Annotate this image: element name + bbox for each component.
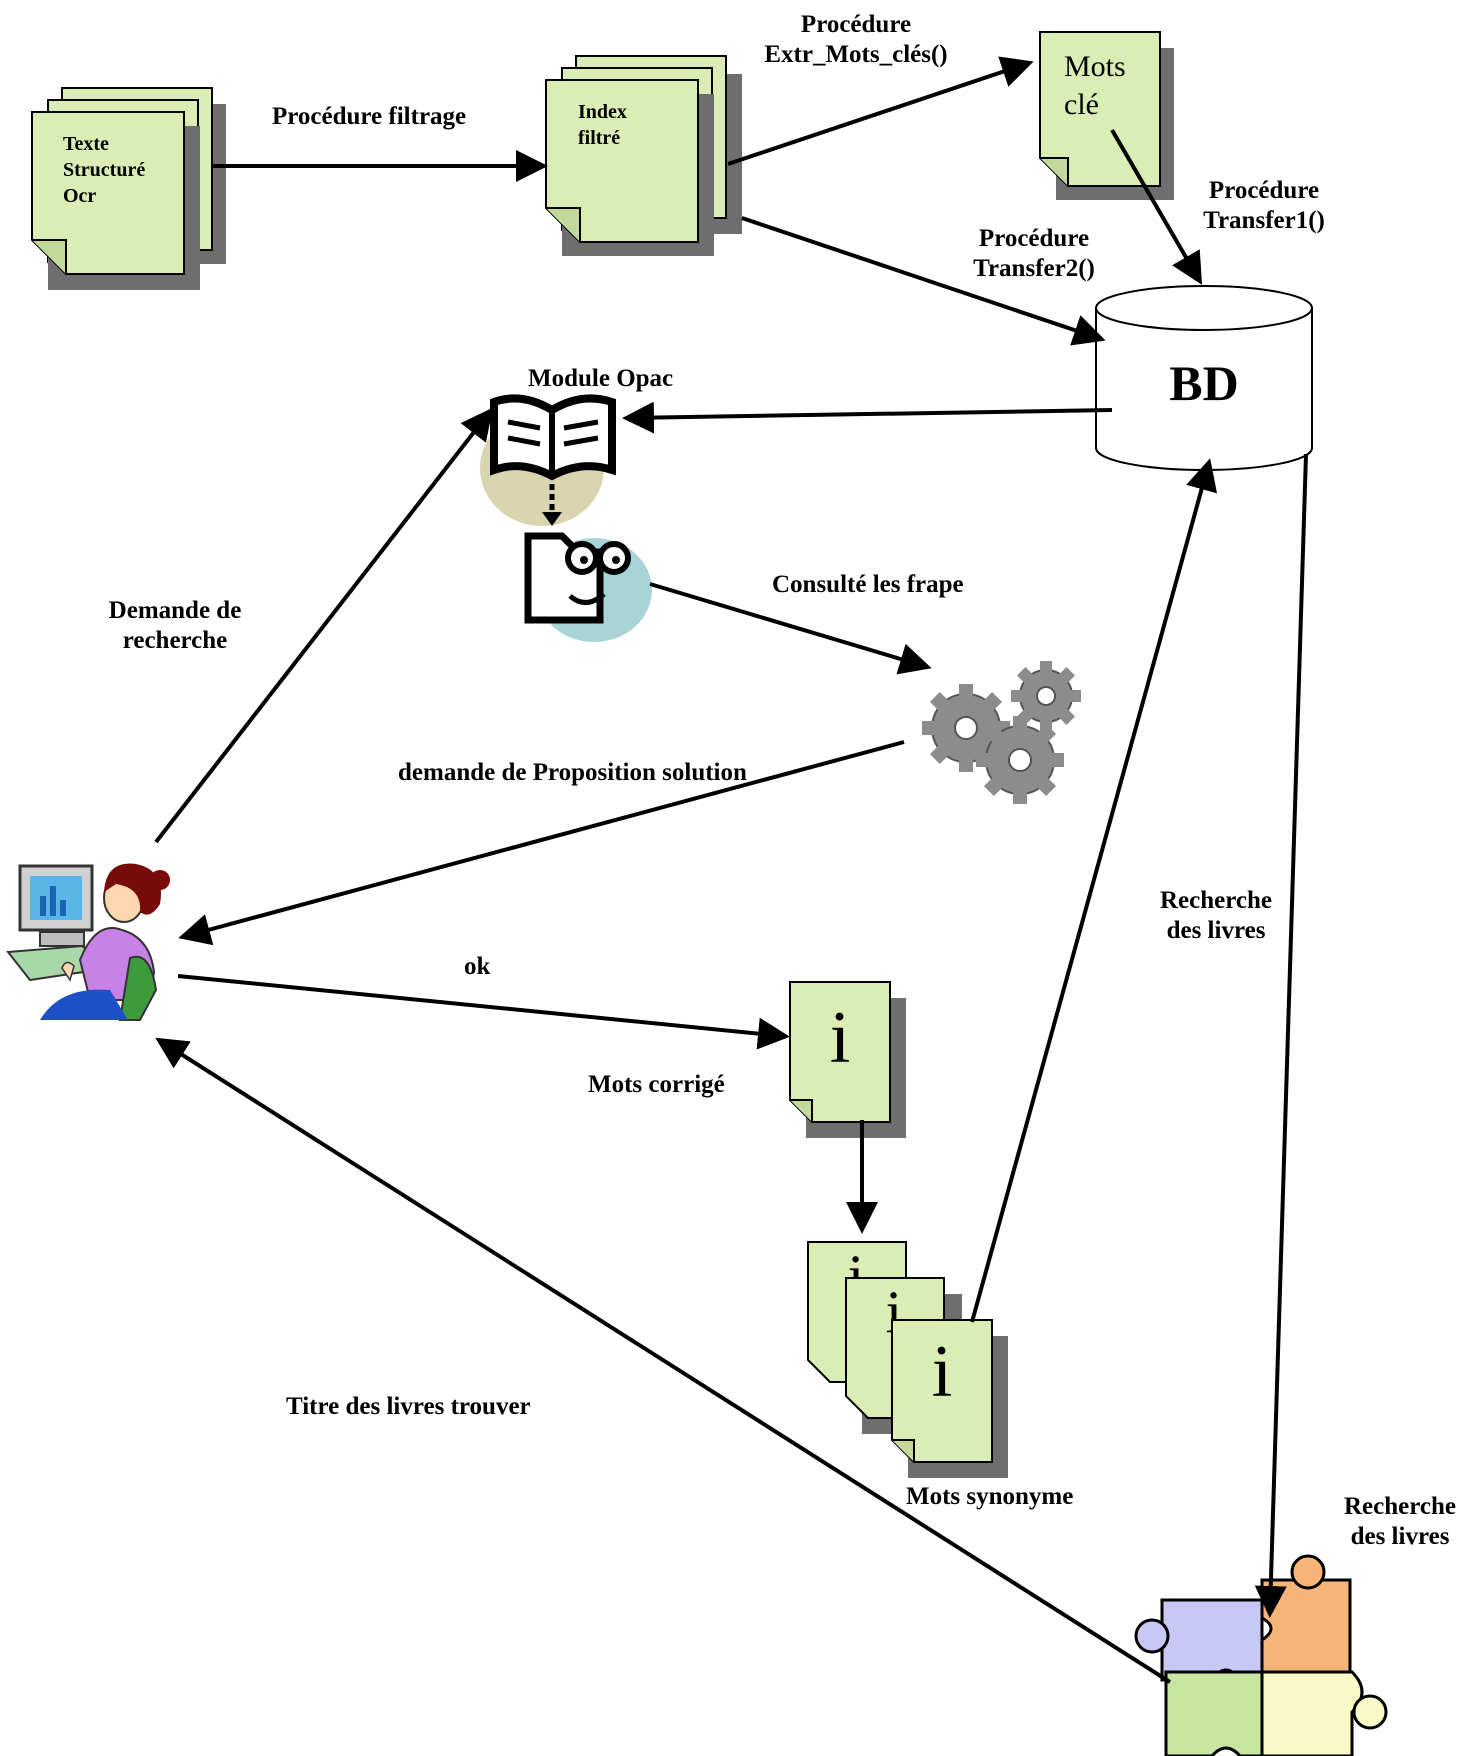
label-transfer2-line-1: Procédure <box>979 225 1089 252</box>
label-recherche-right-line-2: des livres <box>1351 1523 1450 1550</box>
label-module-opac: Module Opac <box>528 365 673 392</box>
info-document-icon: i <box>789 981 906 1138</box>
info-glyph: i <box>830 997 851 1079</box>
mots-cle-line-2: clé <box>1064 88 1099 121</box>
arrow-transfer2 <box>741 216 1106 346</box>
database-label: BD <box>1169 355 1238 411</box>
book-icon <box>480 394 616 526</box>
label-transfer2-line-2: Transfer2() <box>973 255 1095 282</box>
label-transfer1-line-2: Transfer1() <box>1203 207 1325 234</box>
label-titre-livres: Titre des livres trouver <box>286 1393 531 1420</box>
database-bd: BD <box>1095 285 1313 471</box>
label-procedure-filtrage: Procédure filtrage <box>272 103 466 130</box>
arrow-puzzle-to-user <box>155 1037 1172 1684</box>
label-demande-line-1: Demande de <box>109 597 242 624</box>
arrow-bd-to-puzzle <box>1254 453 1308 1618</box>
index-filtre-document-stack: Index filtré <box>545 55 742 256</box>
index-line-2: filtré <box>578 127 620 149</box>
label-transfer1-line-1: Procédure <box>1209 177 1319 204</box>
mots-cle-document: Mots clé <box>1039 31 1174 200</box>
label-mots-corrige: Mots corrigé <box>588 1071 725 1098</box>
arrow-transfer1 <box>1110 128 1203 285</box>
arrow-extr-mots-cles <box>727 56 1034 166</box>
user-computer-icon <box>6 863 170 1021</box>
texte-line-1: Texte <box>63 133 109 155</box>
arrow-synonyme-to-bd <box>970 458 1218 1323</box>
label-mots-synonyme: Mots synonyme <box>906 1483 1073 1510</box>
face-icon <box>524 532 652 642</box>
index-line-1: Index <box>578 101 627 123</box>
arrow-face-to-gears <box>649 582 932 675</box>
texte-line-3: Ocr <box>63 185 96 207</box>
texte-structure-ocr-document-stack: Texte Structuré Ocr <box>31 87 226 290</box>
arrow-ok <box>177 974 790 1050</box>
label-extr-line-1: Procédure <box>801 11 911 38</box>
label-extr-line-2: Extr_Mots_clés() <box>764 41 947 68</box>
label-recherche-mid-line-2: des livres <box>1167 917 1266 944</box>
gears-icon <box>922 661 1081 804</box>
label-ok: ok <box>464 953 491 980</box>
arrows <box>154 56 1308 1684</box>
mots-cle-line-1: Mots <box>1064 50 1126 83</box>
arrow-gears-to-user <box>178 740 905 946</box>
synonyme-glyph-3: i <box>932 1331 953 1413</box>
label-proposition: demande de Proposition solution <box>398 759 747 786</box>
arrow-bd-to-opac <box>622 401 1113 434</box>
mots-synonyme-document-stack: i i i <box>807 1241 1008 1478</box>
label-demande-line-2: recherche <box>123 627 228 654</box>
label-recherche-right-line-1: Recherche <box>1344 1493 1456 1520</box>
texte-line-2: Structuré <box>63 159 145 181</box>
arrow-user-to-opac <box>154 407 493 844</box>
label-consulte: Consulté les frape <box>772 571 964 598</box>
label-recherche-mid-line-1: Recherche <box>1160 887 1272 914</box>
puzzle-icon <box>1134 1554 1388 1756</box>
